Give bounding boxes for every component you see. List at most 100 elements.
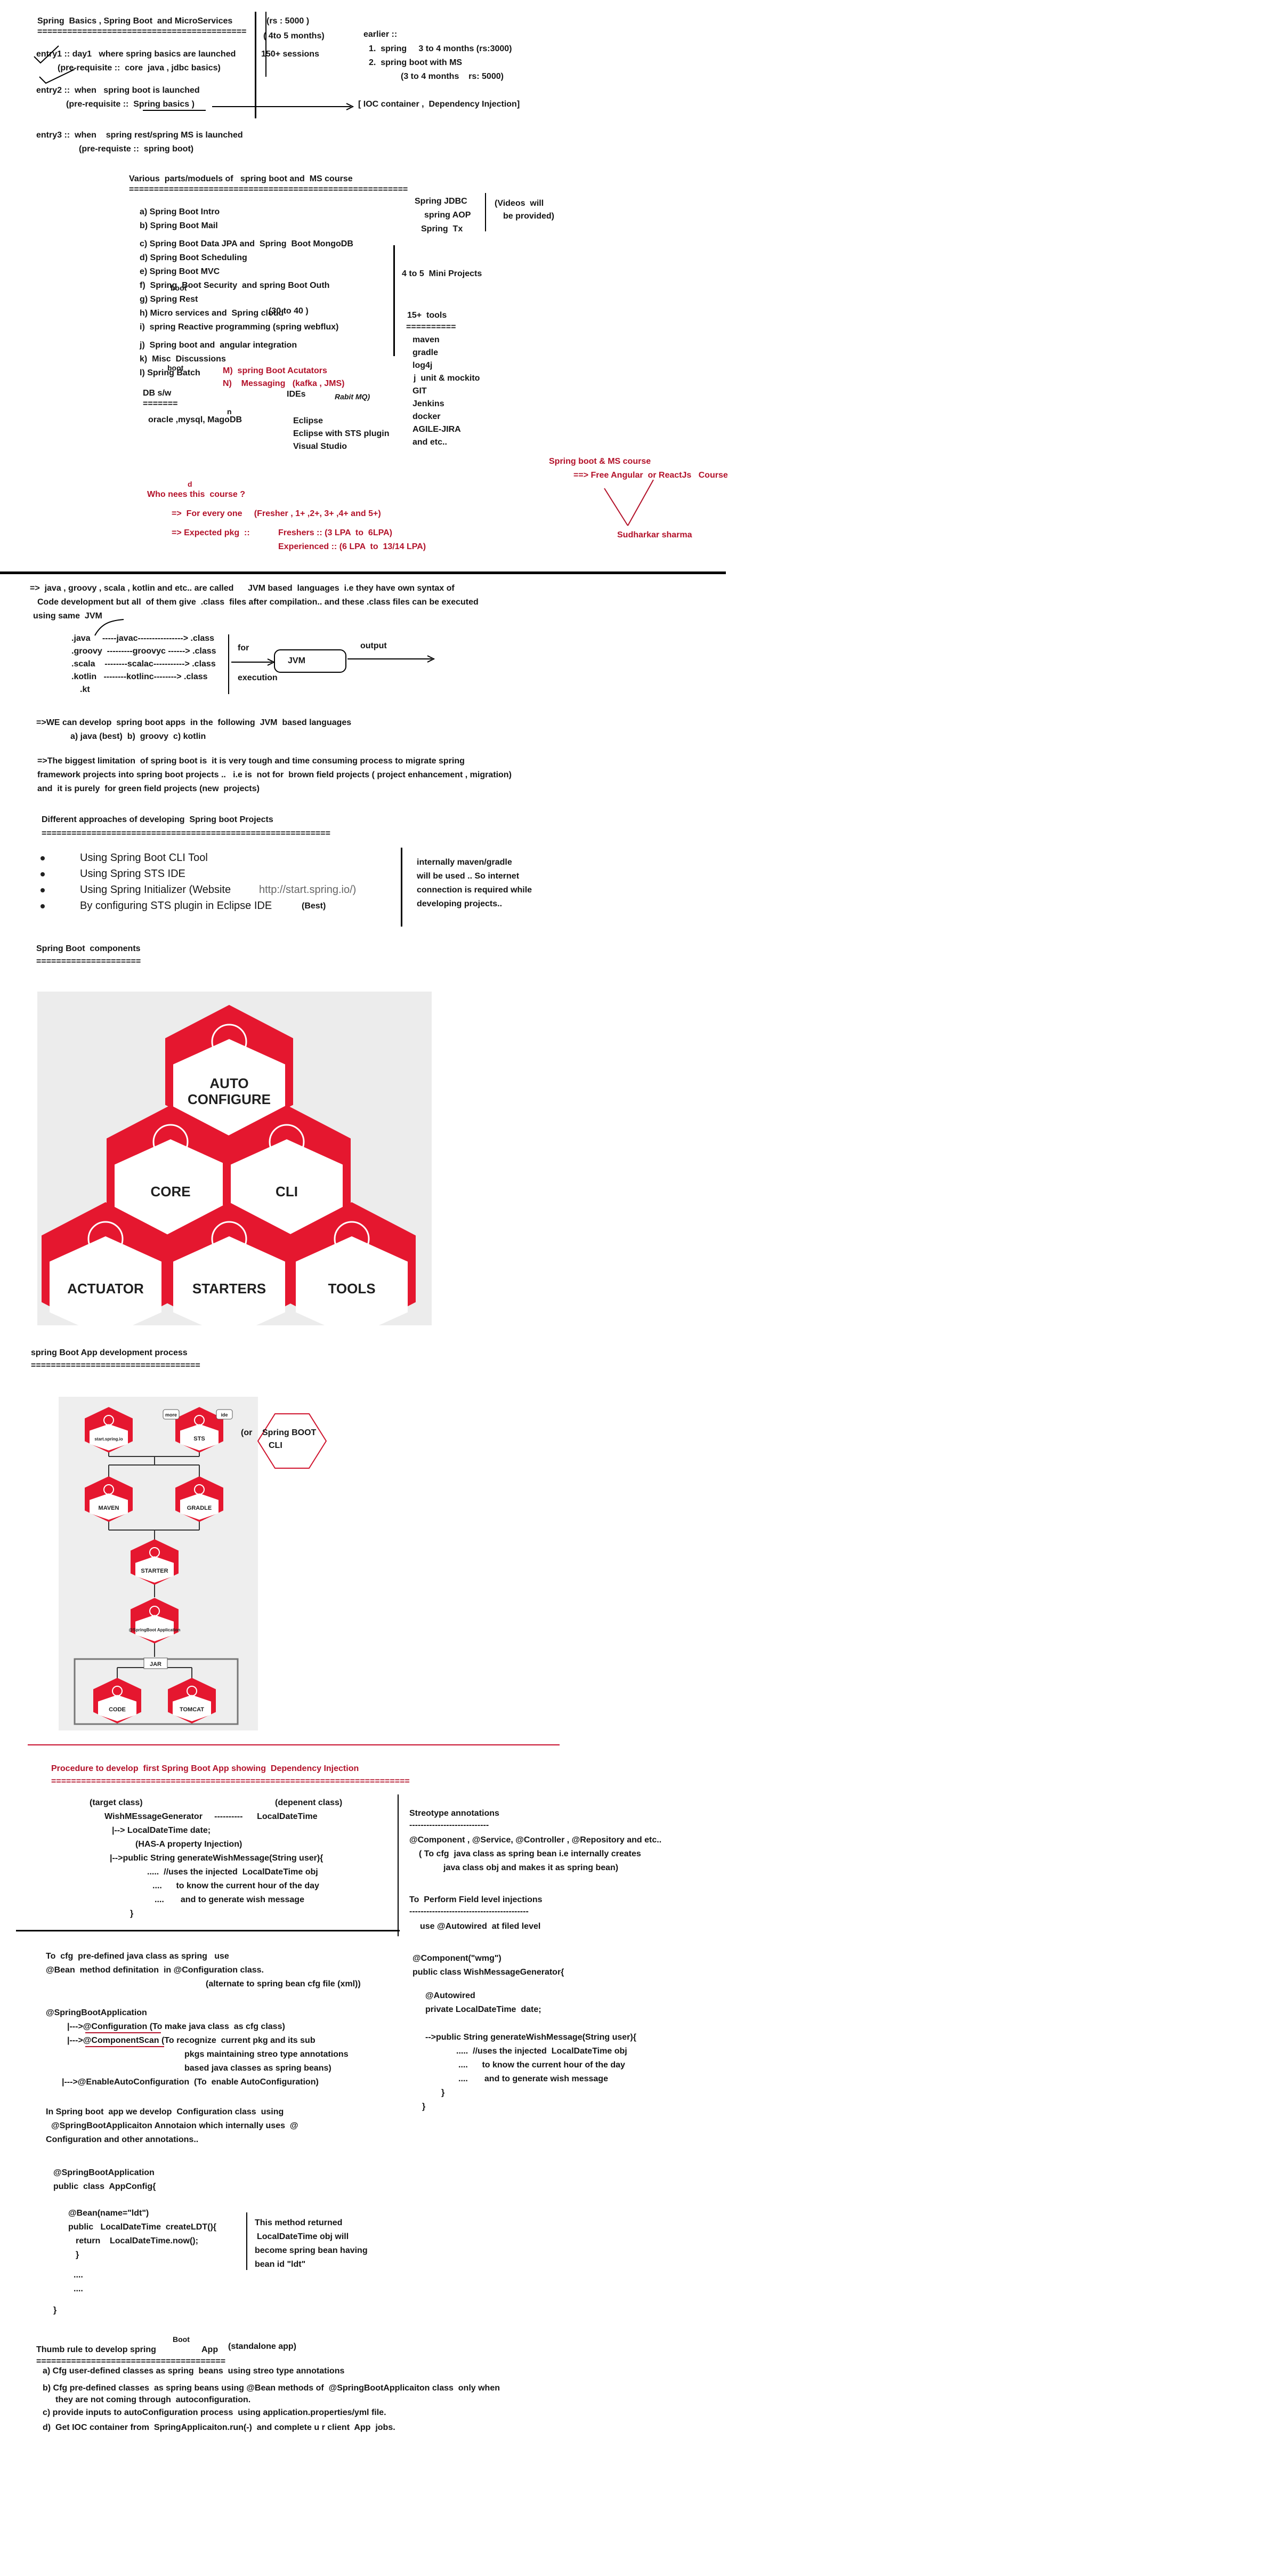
underline-mark — [143, 110, 206, 111]
vertical-divider — [255, 12, 256, 118]
bracket-line — [228, 634, 229, 694]
execution-label: execution — [238, 673, 278, 682]
code-line: @SpringBootApplication — [53, 2168, 155, 2177]
start-spring-io-label: start.spring.io — [94, 1437, 123, 1442]
comp-line: @Autowired — [425, 1991, 475, 2000]
red-divider — [28, 1744, 560, 1745]
approach-item: Using Spring STS IDE — [80, 868, 185, 880]
stereo-title: Streotype annotations — [409, 1809, 499, 1818]
bracket-line — [401, 848, 402, 927]
components-underline: ===================== — [36, 957, 141, 966]
module-item: d) Spring Boot Scheduling — [140, 253, 247, 262]
module-item: c) Spring Boot Data JPA and Spring Boot … — [140, 239, 353, 248]
thumb-title: Thumb rule to develop spring — [36, 2345, 156, 2354]
sts-node: STS — [175, 1407, 223, 1453]
videos-note: be provided) — [503, 212, 555, 221]
procedure-code-line: } — [130, 1909, 134, 1918]
for-label: for — [238, 643, 249, 653]
code-line: public class AppConfig{ — [53, 2182, 156, 2191]
starters-icon — [211, 1221, 247, 1257]
sts-label: STS — [193, 1436, 205, 1442]
procedure-code-line: |--> LocalDateTime date; — [112, 1826, 211, 1835]
approaches-underline: ========================================… — [42, 829, 330, 838]
gradle-node: GRADLE — [175, 1476, 223, 1522]
limitation-text: and it is purely for green field project… — [37, 784, 260, 793]
maven-node: MAVEN — [85, 1476, 133, 1522]
module-item: e) Spring Boot MVC — [140, 267, 220, 276]
starter-icon — [149, 1547, 160, 1558]
in-line: Configuration and other annotations.. — [46, 2135, 199, 2144]
earlier-item: (3 to 4 months rs: 5000) — [401, 72, 504, 81]
ide-badge — [216, 1409, 233, 1420]
code-note-line: This method returned — [255, 2218, 343, 2227]
module-item: l) Spring Batch — [140, 368, 200, 377]
more-badge-label: more — [165, 1412, 177, 1418]
jvm-line: => java , groovy , scala , kotlin and et… — [30, 584, 455, 593]
author-name: Sudharkar sharma — [617, 530, 692, 540]
pointer-lines-icon — [604, 479, 654, 526]
comp-line: } — [422, 2102, 426, 2111]
ide-title: IDEs — [287, 390, 306, 399]
process-underline: ================================== — [31, 1361, 200, 1370]
components-title: Spring Boot components — [36, 944, 141, 953]
code-line: @Bean(name="ldt") — [68, 2209, 149, 2218]
entry3-text: entry3 :: when spring rest/spring MS is … — [36, 131, 243, 140]
stereo-underline: ---------------------------- — [409, 1821, 489, 1830]
bracket-line — [485, 193, 486, 231]
output-label: output — [360, 641, 387, 650]
field-title: To Perform Field level injections — [409, 1895, 543, 1904]
entry2-text: entry2 :: when spring boot is launched — [36, 86, 200, 95]
videos-note: (Videos will — [495, 199, 544, 208]
starters-label: STARTERS — [192, 1281, 266, 1297]
tool-item: maven — [412, 335, 440, 344]
jar-badge — [143, 1657, 168, 1669]
tool-item: Jenkins — [412, 399, 444, 408]
thumb-underline: ====================================== — [36, 2357, 226, 2366]
process-title: spring Boot App development process — [31, 1348, 188, 1357]
earlier-item: 1. spring 3 to 4 months (rs:3000) — [369, 44, 512, 53]
entry1-prereq: (pre-requisite :: core java , jdbc basic… — [58, 63, 221, 73]
comp-line: @Component("wmg") — [412, 1954, 502, 1963]
modules-title: Various parts/moduels of spring boot and… — [129, 174, 353, 183]
jar-label: JAR — [150, 1661, 161, 1668]
spring-tx: Spring Tx — [421, 224, 463, 234]
jvm-box — [274, 649, 346, 673]
sessions-text: 150+ sessions — [261, 50, 319, 59]
actuator-icon — [87, 1221, 124, 1257]
auto-configure-icon — [211, 1024, 247, 1060]
actuator-label: ACTUATOR — [67, 1281, 144, 1297]
bullet-icon — [41, 872, 45, 876]
jvm-line: using same JVM — [33, 611, 102, 621]
section-divider — [16, 1930, 400, 1931]
bullet-icon — [41, 904, 45, 908]
module-item: a) Spring Boot Intro — [140, 207, 220, 216]
in-line: In Spring boot app we develop Configurat… — [46, 2107, 284, 2116]
code-line: return LocalDateTime.now(); — [76, 2236, 198, 2245]
stereo-line: @Component , @Service, @Controller , @Re… — [409, 1836, 662, 1845]
experienced-pkg: Experienced :: (6 LPA to 13/14 LPA) — [278, 542, 426, 551]
core-icon — [152, 1124, 189, 1160]
vertical-divider — [265, 12, 266, 77]
comp-line: ..... //uses the injected LocalDateTime … — [456, 2047, 627, 2056]
cfg-line: (alternate to spring bean cfg file (xml)… — [206, 1979, 361, 1989]
title-underline: ========================================… — [37, 27, 247, 36]
sba-line: |--->@ComponentScan (To recognize curren… — [67, 2036, 316, 2045]
sts-icon — [194, 1415, 205, 1426]
auto-configure-label: AUTO — [209, 1075, 248, 1091]
procedure-title: Procedure to develop first Spring Boot A… — [51, 1764, 359, 1773]
best-tag: (Best) — [302, 901, 326, 911]
spring-jdbc: Spring JDBC — [415, 197, 467, 206]
vertical-divider — [398, 1794, 399, 1936]
freshers-pkg: Freshers :: (3 LPA to 6LPA) — [278, 528, 392, 537]
bracket-line — [246, 2212, 247, 2270]
comp-line: } — [441, 2088, 445, 2097]
code-node: CODE — [93, 1678, 141, 1724]
code-icon — [112, 1686, 123, 1696]
module-item: h) Micro services and Spring cloud — [140, 309, 284, 318]
cfg-line: To cfg pre-defined java class as spring … — [46, 1952, 229, 1961]
check-mark-icon — [39, 69, 75, 84]
procedure-code-line: |-->public String generateWishMessage(St… — [110, 1854, 323, 1863]
cli-hexagon-icon — [257, 1413, 327, 1469]
jvm-label: JVM — [288, 656, 305, 665]
